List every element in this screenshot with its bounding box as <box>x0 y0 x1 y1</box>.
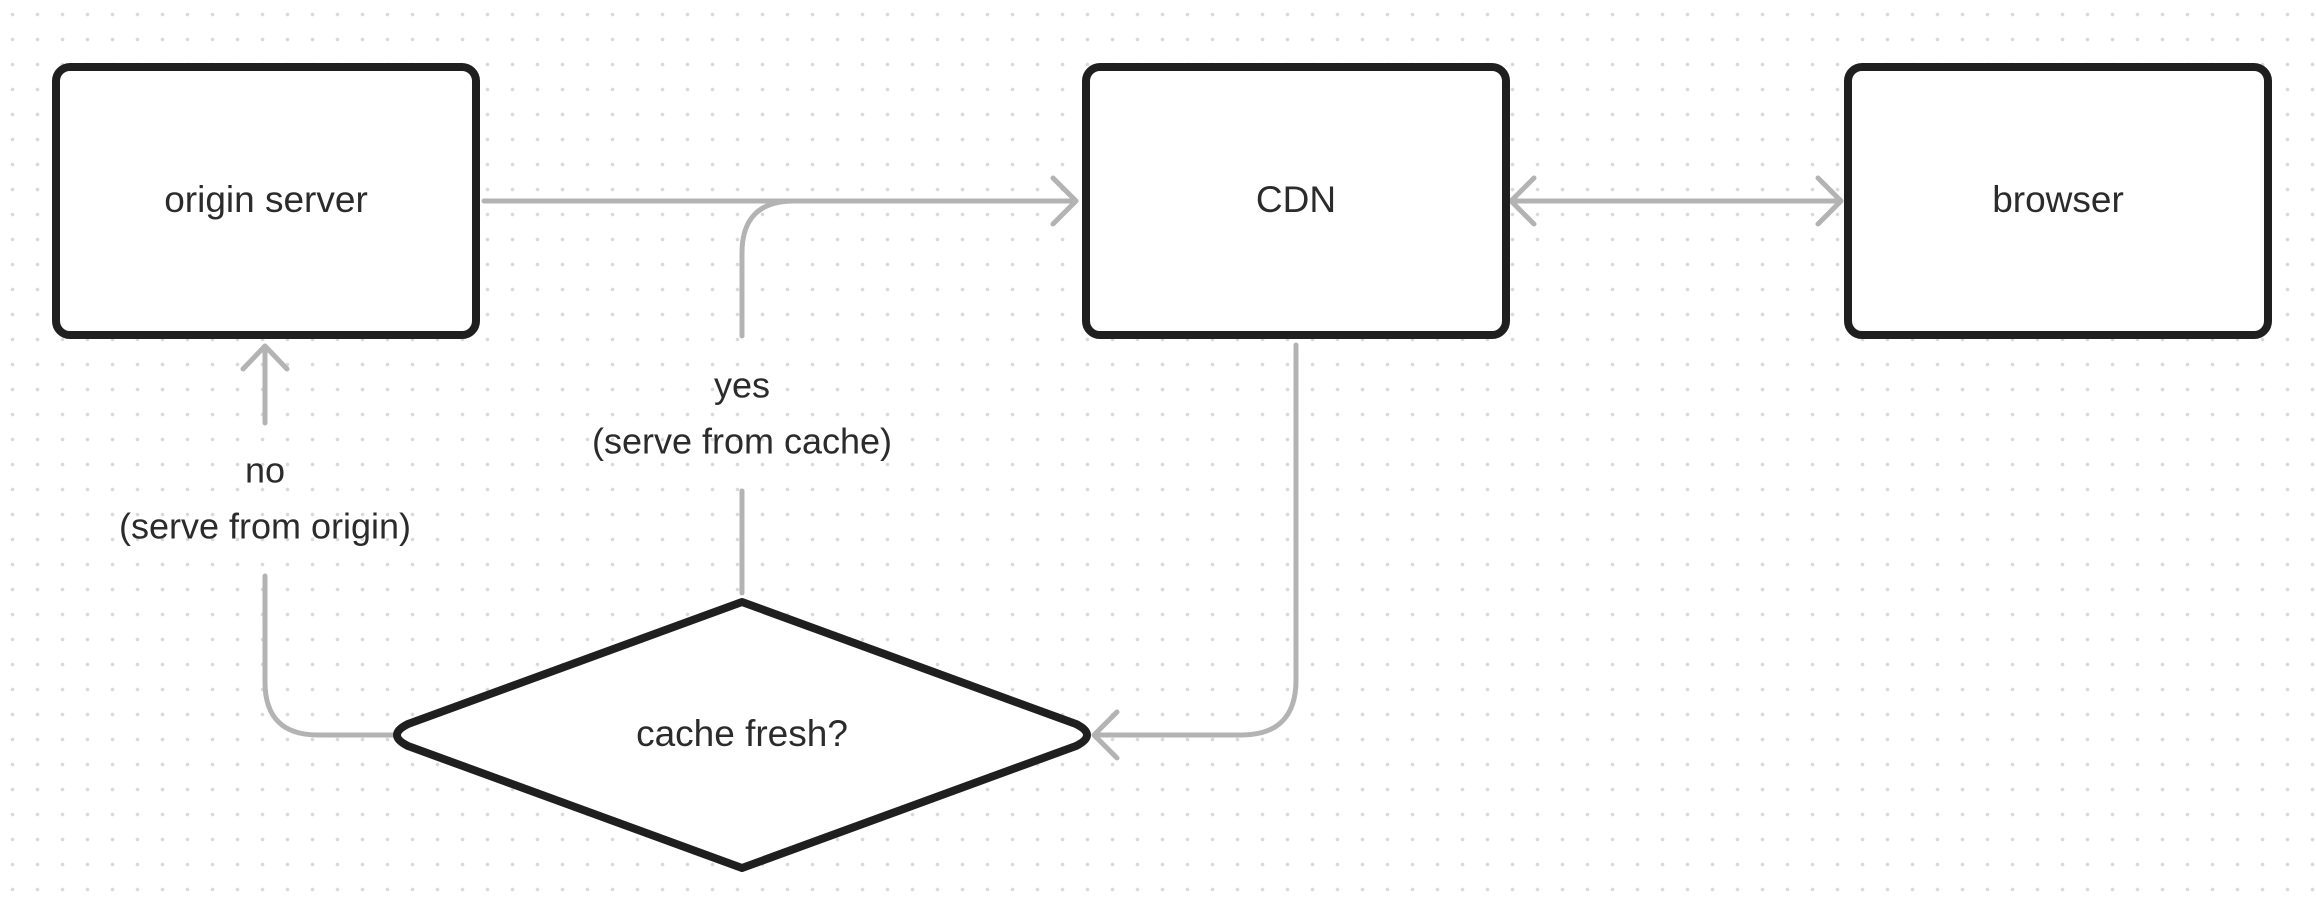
node-cache-fresh-label: cache fresh? <box>636 713 848 754</box>
node-origin-server-label: origin server <box>164 179 368 220</box>
node-origin-server[interactable]: origin server <box>52 63 480 339</box>
edge-no-lower[interactable] <box>262 573 396 738</box>
arrowhead-cdn-right <box>1508 175 1537 227</box>
node-cdn-label: CDN <box>1256 179 1336 220</box>
node-browser[interactable]: browser <box>1844 63 2272 339</box>
node-cdn[interactable]: CDN <box>1082 63 1510 339</box>
edge-no-label: no <box>245 450 285 491</box>
arrowhead-origin-bottom <box>240 343 290 372</box>
arrowhead-cdn-left <box>1050 175 1079 227</box>
edge-yes-label: yes <box>714 365 770 406</box>
arrowhead-browser-left <box>1815 175 1844 227</box>
node-cache-fresh-decision[interactable]: cache fresh? <box>393 598 1091 872</box>
arrowhead-decision-right <box>1091 709 1120 761</box>
edge-yes-sublabel: (serve from cache) <box>592 421 892 462</box>
edge-cdn-to-decision[interactable] <box>1093 342 1299 738</box>
edge-no-sublabel: (serve from origin) <box>119 506 411 547</box>
node-browser-label: browser <box>1992 179 2124 220</box>
edge-yes-upper[interactable] <box>739 198 797 339</box>
